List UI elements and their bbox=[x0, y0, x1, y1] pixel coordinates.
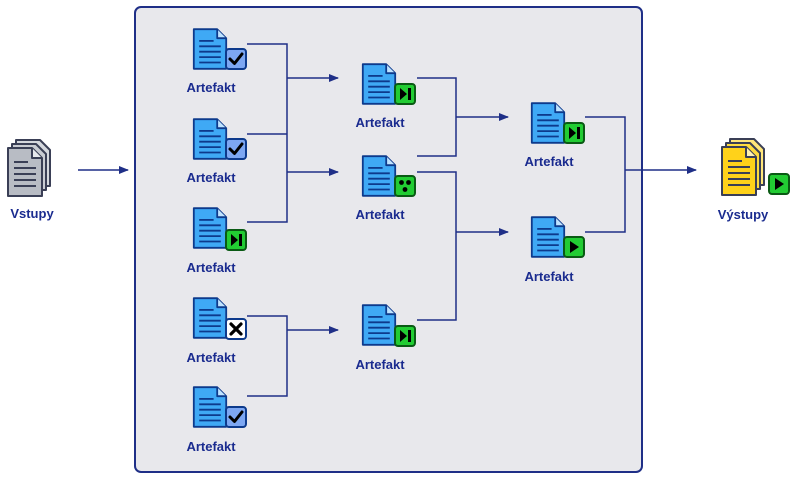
document-icon bbox=[192, 207, 228, 249]
artifact-label: Artefakt bbox=[355, 357, 405, 372]
artifact-a3: Artefakt bbox=[186, 207, 247, 275]
document-icon bbox=[192, 386, 228, 428]
document-icon bbox=[192, 297, 228, 339]
three-dots-icon bbox=[394, 175, 416, 197]
artifact-label: Artefakt bbox=[524, 269, 574, 284]
artifact-label: Artefakt bbox=[524, 154, 574, 169]
document-icon bbox=[530, 216, 566, 258]
document-icon bbox=[361, 63, 397, 105]
checkmark-icon bbox=[225, 48, 247, 70]
artifact-b3: Artefakt bbox=[355, 304, 416, 372]
artifact-label: Artefakt bbox=[186, 260, 236, 275]
artifact-c1: Artefakt bbox=[524, 102, 585, 169]
skip-forward-icon bbox=[394, 325, 416, 347]
play-icon bbox=[768, 173, 790, 195]
cross-icon bbox=[225, 318, 247, 340]
artifact-label: Artefakt bbox=[186, 439, 236, 454]
document-stack-icon bbox=[720, 137, 766, 197]
artifact-label: Artefakt bbox=[355, 115, 405, 130]
artifact-c2: Artefakt bbox=[524, 216, 585, 284]
connector-group-1-bracket bbox=[247, 43, 288, 223]
artifact-a5: Artefakt bbox=[186, 386, 247, 454]
artifact-a4: Artefakt bbox=[186, 297, 247, 365]
artifact-b2: Artefakt bbox=[355, 155, 416, 222]
artifact-b1: Artefakt bbox=[355, 63, 416, 130]
outputs-node: Výstupy bbox=[718, 137, 790, 222]
document-icon bbox=[361, 304, 397, 346]
connector-b2-b3-bracket bbox=[417, 171, 457, 321]
play-icon bbox=[563, 236, 585, 258]
connector-c-bracket bbox=[585, 116, 626, 233]
checkmark-icon bbox=[225, 138, 247, 160]
artifact-label: Artefakt bbox=[186, 80, 236, 95]
skip-forward-icon bbox=[225, 229, 247, 251]
artifact-label: Artefakt bbox=[186, 170, 236, 185]
connectors bbox=[78, 43, 697, 397]
inputs-node: Vstupy bbox=[7, 139, 54, 221]
artifact-label: Artefakt bbox=[355, 207, 405, 222]
skip-forward-icon bbox=[394, 83, 416, 105]
process-frame bbox=[134, 6, 643, 473]
artifact-a1: Artefakt bbox=[186, 28, 247, 95]
document-icon bbox=[192, 28, 228, 70]
artifact-label: Artefakt bbox=[186, 350, 236, 365]
outputs-label: Výstupy bbox=[718, 207, 769, 222]
document-icon bbox=[361, 155, 397, 197]
document-stack-icon bbox=[7, 139, 51, 197]
artifact-a2: Artefakt bbox=[186, 118, 247, 185]
inputs-label: Vstupy bbox=[10, 206, 54, 221]
document-icon bbox=[530, 102, 566, 144]
skip-forward-icon bbox=[563, 122, 585, 144]
connector-group-2-bracket bbox=[247, 315, 288, 397]
document-icon bbox=[192, 118, 228, 160]
checkmark-icon bbox=[225, 406, 247, 428]
